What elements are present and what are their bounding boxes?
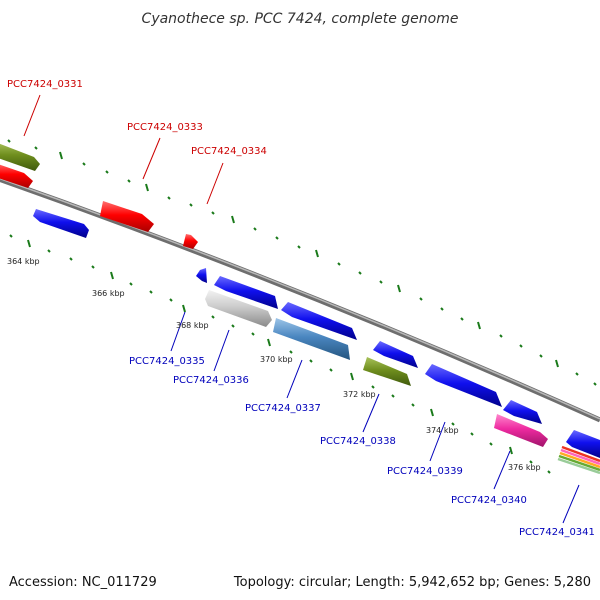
- gene-PCC7424_0341-blue[interactable]: [566, 430, 600, 458]
- callout-line-0341: [562, 484, 580, 524]
- gene-PCC7424_0337[interactable]: [273, 318, 350, 360]
- kbp-label-376: 376 kbp: [508, 463, 541, 472]
- callout-line-0340: [493, 450, 511, 490]
- genome-backbone-highlight: [0, 177, 600, 420]
- gene-PCC7424_0338[interactable]: [363, 357, 411, 386]
- callout-line-0337: [286, 359, 303, 399]
- gene-label-PCC7424_0338[interactable]: PCC7424_0338: [320, 436, 396, 447]
- outer-tick-track: [7, 139, 597, 386]
- gene-PCC7424_0337-blue[interactable]: [281, 302, 357, 340]
- callout-line-0331: [23, 94, 41, 137]
- kbp-label-374: 374 kbp: [426, 426, 459, 435]
- accession-text: Accession: NC_011729: [9, 575, 157, 590]
- gene-PCC7424_0340-blue[interactable]: [503, 400, 542, 424]
- topology-text: Topology: circular; Length: 5,942,652 bp…: [233, 575, 591, 590]
- kbp-label-368: 368 kbp: [176, 321, 209, 330]
- gene-label-PCC7424_0337[interactable]: PCC7424_0337: [245, 403, 321, 414]
- gene-PCC7424_0332[interactable]: [0, 163, 33, 188]
- genome-backbone: [0, 176, 600, 423]
- gene-label-PCC7424_0336[interactable]: PCC7424_0336: [173, 375, 249, 386]
- callout-line-0333: [142, 137, 161, 180]
- gene-label-PCC7424_0341[interactable]: PCC7424_0341: [519, 527, 595, 538]
- callout-line-0336: [213, 329, 230, 372]
- genome-title: Cyanothece sp. PCC 7424, complete genome: [142, 11, 459, 27]
- gene-PCC7424_0331[interactable]: [0, 142, 40, 171]
- gene-PCC7424_0336[interactable]: [205, 290, 272, 327]
- gene-before-0335[interactable]: [33, 209, 89, 238]
- gene-PCC7424_0339[interactable]: [425, 364, 502, 407]
- callout-line-0335: [170, 311, 186, 352]
- kbp-label-366: 366 kbp: [92, 289, 125, 298]
- kbp-label-370: 370 kbp: [260, 355, 293, 364]
- gene-label-PCC7424_0334[interactable]: PCC7424_0334: [191, 146, 267, 157]
- gene-PCC7424_0335[interactable]: [214, 276, 278, 309]
- gene-PCC7424_0341[interactable]: [557, 445, 600, 475]
- callout-line-0334: [206, 162, 224, 205]
- gene-label-PCC7424_0340[interactable]: PCC7424_0340: [451, 495, 527, 506]
- callout-line-0339: [429, 421, 446, 462]
- gene-small-blue[interactable]: [196, 268, 207, 283]
- gene-PCC7424_0333[interactable]: [100, 201, 154, 232]
- gene-PCC7424_0338-blue[interactable]: [373, 341, 418, 368]
- kbp-label-364: 364 kbp: [7, 257, 40, 266]
- callout-line-0338: [362, 393, 380, 433]
- gene-PCC7424_0340[interactable]: [494, 414, 548, 447]
- inner-tick-track: [9, 234, 551, 474]
- gene-label-PCC7424_0333[interactable]: PCC7424_0333: [127, 122, 203, 133]
- gene-PCC7424_0334[interactable]: [183, 234, 198, 249]
- gene-label-PCC7424_0339[interactable]: PCC7424_0339: [387, 466, 463, 477]
- kbp-label-372: 372 kbp: [343, 390, 376, 399]
- gene-label-PCC7424_0335[interactable]: PCC7424_0335: [129, 356, 205, 367]
- gene-label-PCC7424_0331[interactable]: PCC7424_0331: [7, 79, 83, 90]
